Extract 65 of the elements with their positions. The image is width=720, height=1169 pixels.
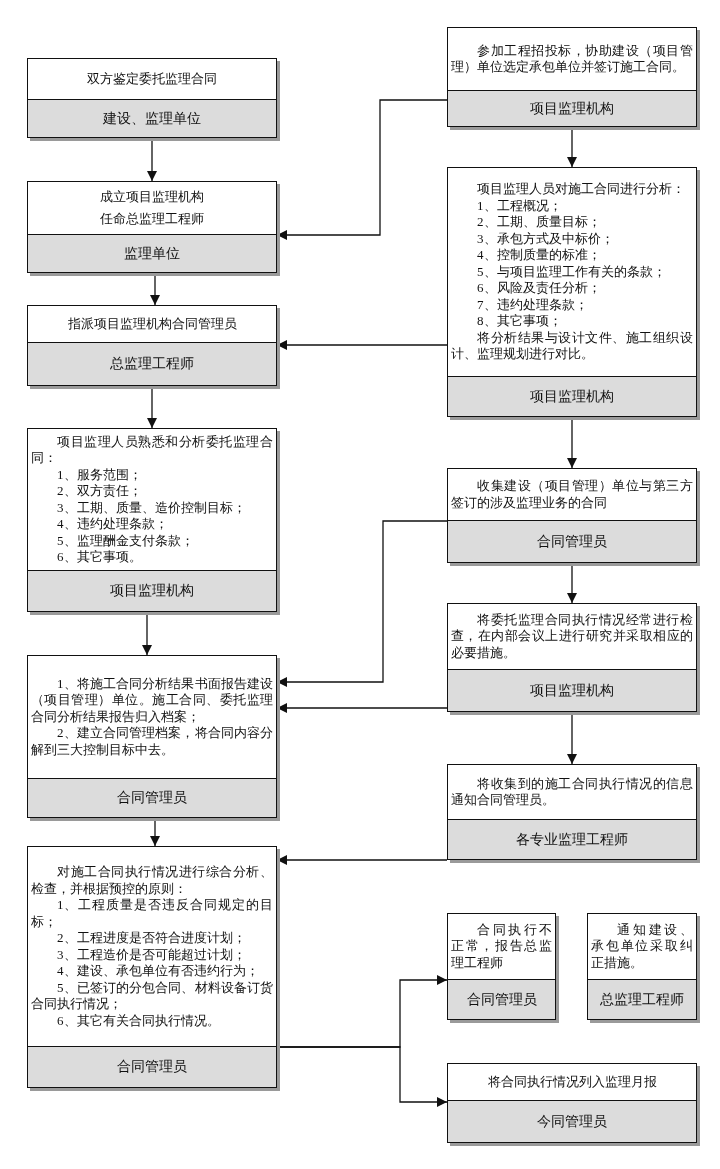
process-box (447, 468, 697, 563)
process-box (27, 58, 277, 138)
step-text: 对施工合同执行情况进行综合分析、检查，并根据预控的原则： (31, 864, 273, 897)
step-text: 收集建设（项目管理）单位与第三方签订的涉及监理业务的合同 (451, 478, 693, 511)
process-box (447, 1063, 697, 1143)
step-text: 4、建设、承包单位有否违约行为； (56, 963, 260, 980)
step-text: 6、其它事项。 (56, 549, 143, 566)
step-text: 5、已签订的分包合同、材料设备订货合同执行情况； (31, 979, 273, 1013)
role-band: 项目监理机构 (28, 570, 276, 611)
step-text: 将委托监理合同执行情况经常进行检查，在内部会议上进行研究并采取相应的必要措施。 (451, 611, 693, 662)
process-box (27, 181, 277, 273)
role-band: 今同管理员 (448, 1100, 696, 1142)
role-band: 监理单位 (28, 234, 276, 272)
step-text: 8、其它事项； (476, 313, 563, 330)
role-band: 合同管理员 (448, 979, 555, 1019)
step-text: 合同执行不正常，报告总监理工程师 (451, 921, 552, 972)
step-text: 3、工程造价是否可能超过计划； (56, 946, 247, 963)
step-text: 1、工程概况； (476, 197, 563, 215)
step-text: 项目监理人员熟悉和分析委托监理合同： (31, 433, 273, 467)
step-text: 7、违约处理条款； (476, 296, 589, 314)
step-text: 3、工期、质量、造价控制目标； (56, 499, 247, 516)
step-text: 通知建设、承包单位采取纠正措施。 (591, 921, 693, 972)
process-box (447, 167, 697, 417)
role-band: 合同管理员 (448, 520, 696, 562)
process-box (447, 764, 697, 860)
step-text: 2、建立合同管理档案，将合同内容分解到三大控制目标中去。 (31, 725, 273, 759)
step-text: 2、双方责任； (56, 483, 143, 500)
role-band: 项目监理机构 (448, 90, 696, 126)
process-box (447, 27, 697, 127)
step-text: 成立项目监理机构 (99, 188, 205, 206)
step-text: 4、控制质量的标准； (476, 247, 602, 264)
step-text: 1、将施工合同分析结果书面报告建设（项目管理）单位。施工合同、委托监理合同分析结果报告归入档案； (31, 675, 273, 726)
role-band: 项目监理机构 (448, 669, 696, 711)
role-band: 项目监理机构 (448, 376, 696, 416)
process-box (27, 305, 277, 386)
role-band: 合同管理员 (28, 778, 276, 817)
process-box (447, 603, 697, 712)
step-text: 将分析结果与设计文件、施工组织设计、监理规划进行对比。 (451, 329, 693, 363)
step-text: 将合同执行情况列入监理月报 (486, 1073, 658, 1091)
step-text: 指派项目监理机构合同管理员 (66, 315, 238, 333)
step-text: 2、工程进度是否符合进度计划； (56, 930, 247, 947)
step-text: 5、监理酬金支付条款； (56, 532, 195, 549)
role-band: 建设、监理单位 (28, 99, 276, 137)
step-text: 6、风险及责任分析； (476, 280, 602, 297)
step-text: 将收集到的施工合同执行情况的信息通知合同管理员。 (451, 775, 693, 809)
process-box (27, 655, 277, 818)
step-text: 6、其它有关合同执行情况。 (56, 1012, 221, 1029)
role-band: 合同管理员 (28, 1046, 276, 1087)
step-text: 任命总监理工程师 (99, 210, 205, 228)
role-band: 各专业监理工程师 (448, 819, 696, 859)
step-text: 双方鉴定委托监理合同 (86, 70, 218, 88)
process-box (587, 913, 697, 1020)
step-text: 参加工程招投标，协助建设（项目管理）单位选定承包单位并签订施工合同。 (451, 42, 693, 76)
step-text: 1、服务范围； (56, 466, 143, 483)
step-text: 4、违约处理条款； (56, 516, 169, 533)
step-text: 5、与项目监理工作有关的条款； (476, 263, 667, 281)
step-text: 1、工程质量是否违反合同规定的目标； (31, 897, 273, 930)
step-text: 项目监理人员对施工合同进行分析： (476, 181, 686, 198)
process-box (27, 428, 277, 612)
role-band: 总监理工程师 (28, 342, 276, 385)
step-text: 2、工期、质量目标； (476, 214, 602, 231)
process-box (447, 913, 556, 1020)
process-box (27, 846, 277, 1088)
step-text: 3、承包方式及中标价； (476, 230, 615, 248)
role-band: 总监理工程师 (588, 979, 696, 1019)
